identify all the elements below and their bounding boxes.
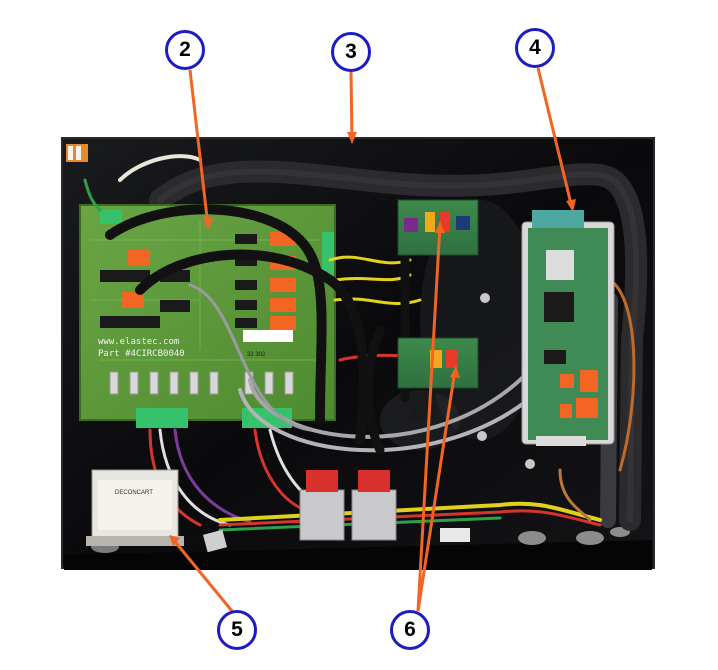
callout-5: 5 (217, 610, 257, 650)
wire-connector (66, 144, 88, 162)
pcb-url-text: www.elastec.com (98, 337, 179, 347)
connector-plugs (203, 470, 470, 553)
transformer-label: DECONCART (115, 490, 153, 496)
callout-5-label: 5 (231, 618, 243, 641)
callout-3-label: 3 (345, 40, 357, 63)
callout-2-label: 2 (179, 38, 191, 61)
main-pcb: 32 302 www.elastec.com Part #4CIRCB0040 (79, 204, 336, 428)
controller-board (521, 210, 615, 446)
callout-2: 2 (165, 30, 205, 70)
callout-6: 6 (390, 610, 430, 650)
callout-6-label: 6 (404, 618, 416, 641)
callout-4: 4 (515, 28, 555, 68)
callout-4-label: 4 (529, 36, 541, 59)
transformer: DECONCART (86, 469, 184, 546)
pcb-tag-label: 32 302 (247, 352, 266, 358)
callout-3: 3 (331, 32, 371, 72)
pcb-part-text: Part #4CIRCB0040 (98, 349, 185, 359)
leader-arrowheads (169, 132, 576, 546)
leader-lines (170, 67, 574, 612)
